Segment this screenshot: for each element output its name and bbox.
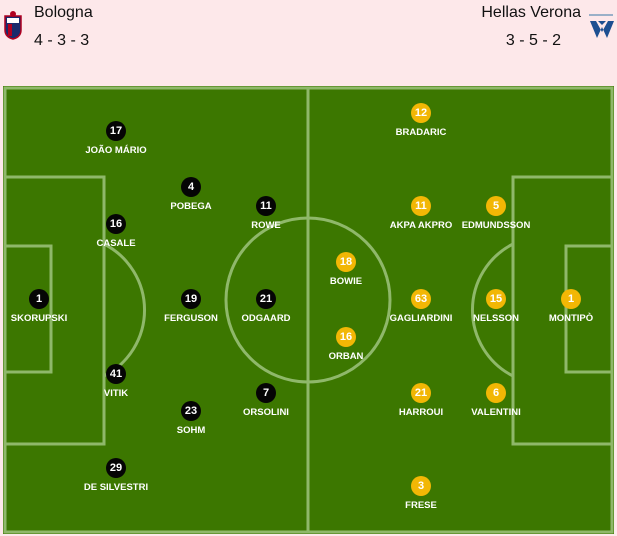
player-name: ODGAARD [241, 313, 291, 324]
player-number: 17 [106, 121, 126, 141]
pitch-markings [3, 86, 614, 534]
player-name: GAGLIARDINI [389, 313, 453, 324]
player-name: BRADARIC [395, 127, 447, 138]
player-name: FRESE [405, 500, 437, 511]
player-name: EDMUNDSSON [461, 220, 531, 231]
away-formation: 3 - 5 - 2 [505, 32, 561, 49]
player-name: BOWIE [329, 276, 363, 287]
hellas-verona-crest-icon [587, 12, 617, 47]
player-number: 6 [486, 383, 506, 403]
player-number: 7 [256, 383, 276, 403]
player-number: 18 [336, 252, 356, 272]
home-team-name: Bologna [34, 4, 93, 21]
player-name: HARROUI [398, 407, 444, 418]
player-number: 16 [336, 327, 356, 347]
player-number: 12 [411, 103, 431, 123]
match-header: Bologna 4 - 3 - 3 Hellas Verona 3 - 5 - … [0, 0, 617, 86]
player-name: AKPA AKPRO [389, 220, 453, 231]
player-number: 19 [181, 289, 201, 309]
player-number: 11 [256, 196, 276, 216]
bologna-crest-icon [4, 10, 22, 45]
player-number: 3 [411, 476, 431, 496]
player-number: 11 [411, 196, 431, 216]
player-name: VALENTINI [471, 407, 521, 418]
away-team-name: Hellas Verona [481, 4, 581, 21]
football-pitch: 1 SKORUPSKI 17 JOÃO MÁRIO 16 CASALE 41 V… [3, 86, 614, 534]
player-name: FERGUSON [164, 313, 218, 324]
player-number: 1 [561, 289, 581, 309]
player-number: 29 [106, 458, 126, 478]
player-name: VITIK [103, 388, 129, 399]
home-formation: 4 - 3 - 3 [34, 32, 90, 49]
player-number: 41 [106, 364, 126, 384]
player-number: 16 [106, 214, 126, 234]
player-name: JOÃO MÁRIO [85, 145, 147, 156]
player-name: DE SILVESTRI [83, 482, 149, 493]
player-name: ORSOLINI [243, 407, 289, 418]
player-name: NELSSON [473, 313, 519, 324]
player-number: 21 [411, 383, 431, 403]
player-number: 4 [181, 177, 201, 197]
player-name: POBEGA [170, 201, 212, 212]
player-name: CASALE [96, 238, 136, 249]
player-number: 23 [181, 401, 201, 421]
player-name: ROWE [251, 220, 281, 231]
player-number: 63 [411, 289, 431, 309]
player-number: 5 [486, 196, 506, 216]
player-name: MONTIPÒ [548, 313, 594, 324]
player-name: SOHM [176, 425, 206, 436]
player-number: 15 [486, 289, 506, 309]
player-number: 1 [29, 289, 49, 309]
player-name: SKORUPSKI [10, 313, 68, 324]
player-name: ORBAN [328, 351, 364, 362]
player-number: 21 [256, 289, 276, 309]
